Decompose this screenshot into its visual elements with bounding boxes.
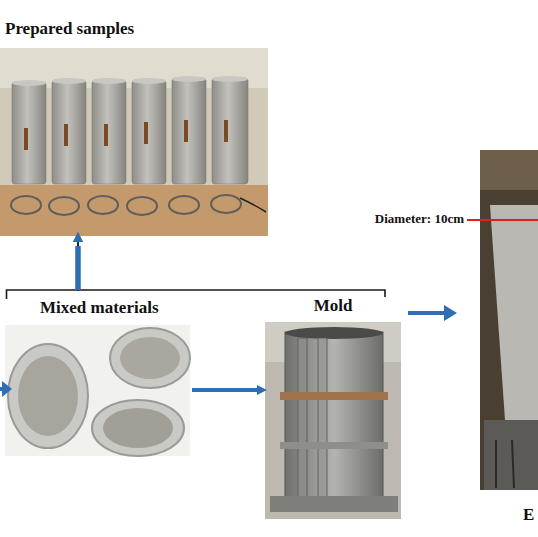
flow-connector — [7, 236, 79, 299]
mold-photo — [265, 322, 401, 519]
panel-heading: Prepared samples — [5, 20, 134, 39]
riser-arrow — [76, 246, 81, 290]
photo-panel: Prepared samples — [0, 20, 268, 236]
flow-connector — [78, 236, 385, 297]
photo-panel: Mixed materials — [5, 299, 190, 456]
riser-arrow — [76, 246, 81, 290]
photo-panel: Mold — [265, 297, 401, 519]
dimension-label: Diameter: 10cm — [375, 212, 464, 226]
flow-arrows — [0, 305, 457, 397]
diameter-line — [467, 219, 538, 221]
panel-letter: E — [523, 506, 534, 525]
panel-heading: Mixed materials — [40, 299, 159, 318]
mixed-materials-photo — [5, 325, 190, 456]
samples-photo — [0, 48, 268, 236]
test-setup-photo — [480, 150, 538, 490]
flow-connector — [192, 388, 263, 392]
panel-heading: Mold — [314, 297, 353, 316]
